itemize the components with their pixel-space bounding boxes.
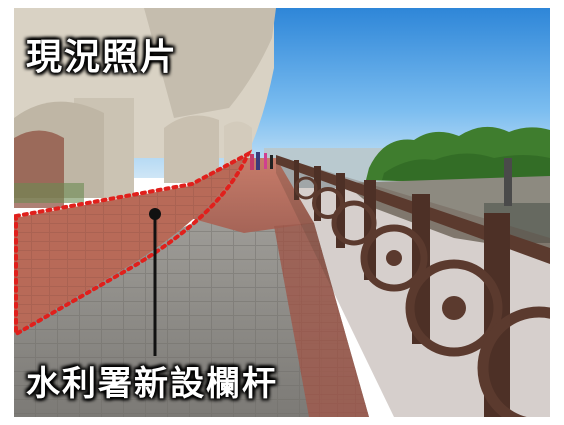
dotted-outline <box>14 149 253 338</box>
site-photo <box>14 8 550 417</box>
lamp-post <box>504 158 512 206</box>
photo-caption-bottom: 水利署新設欄杆 <box>26 364 278 404</box>
pointer-dot <box>149 208 161 220</box>
photo-caption-top: 現況照片 <box>26 37 179 78</box>
riverside-walkway-scene <box>14 8 550 417</box>
pedestrians <box>250 152 273 170</box>
ornate-railing <box>276 155 550 417</box>
